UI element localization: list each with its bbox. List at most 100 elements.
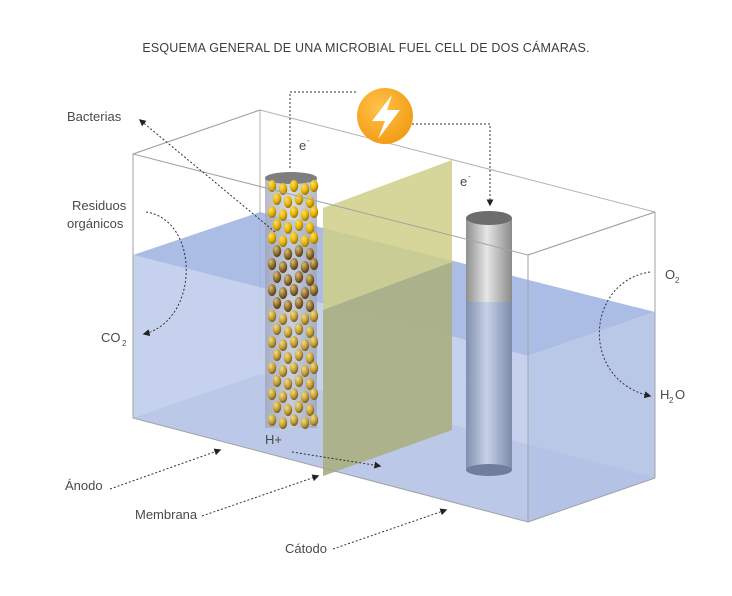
label-anodo: Ánodo: [65, 478, 103, 493]
electron-label-cathode: e: [460, 174, 467, 189]
bacteria-bead: [305, 248, 315, 260]
bacteria-bead: [278, 209, 288, 221]
anodo-pointer: [109, 448, 222, 490]
bacteria-bead: [278, 287, 288, 299]
bacteria-bead: [272, 375, 282, 387]
bacteria-bead: [305, 352, 315, 364]
bacteria-bead: [309, 232, 319, 244]
bacteria-bead: [283, 274, 293, 286]
bacteria-bead: [272, 401, 282, 413]
label-o2-sub: 2: [675, 276, 680, 285]
bacteria-bead: [294, 193, 304, 205]
membrana-pointer: [201, 474, 320, 517]
bacteria-bead: [278, 365, 288, 377]
bacteria-bead: [294, 375, 304, 387]
bacteria-bead: [289, 388, 299, 400]
bacteria-bead: [267, 284, 277, 296]
bacteria-bead: [309, 388, 319, 400]
label-proton: H+: [265, 432, 282, 447]
bacteria-bead: [272, 219, 282, 231]
bacteria-bead: [289, 180, 299, 192]
bacteria-bead: [309, 310, 319, 322]
bacteria-bead: [294, 271, 304, 283]
label-co2: CO: [101, 330, 121, 345]
catodo-pointer: [332, 508, 448, 550]
proton-flow-arrow: [291, 451, 382, 469]
bacteria-bead: [283, 300, 293, 312]
bacteria-bead: [283, 248, 293, 260]
bacteria-bead: [278, 313, 288, 325]
bacteria-bead: [305, 300, 315, 312]
bacteria-bead: [289, 284, 299, 296]
bacteria-bead: [300, 287, 310, 299]
bacteria-bead: [289, 310, 299, 322]
anode-rod: [265, 172, 319, 429]
label-h2o-o: O: [675, 387, 685, 402]
bacteria-bead: [305, 222, 315, 234]
bacteria-bead: [267, 258, 277, 270]
bacteria-bead: [272, 349, 282, 361]
bacteria-bead: [309, 284, 319, 296]
label-h2o-sub: 2: [669, 396, 674, 405]
cathode-rod: [466, 211, 512, 476]
bacteria-bead: [283, 326, 293, 338]
bacteria-bead: [272, 245, 282, 257]
bacteria-bead: [289, 336, 299, 348]
bacteria-bead: [309, 258, 319, 270]
o2-h2o-flow-arrow: [598, 271, 652, 399]
bacteria-bead: [272, 323, 282, 335]
bacteria-bead: [283, 196, 293, 208]
bacteria-bead: [300, 235, 310, 247]
co2-flow-arrow: [142, 211, 187, 337]
bacteria-bead: [278, 261, 288, 273]
bacteria-bead: [300, 365, 310, 377]
bacteria-cluster: [267, 180, 319, 429]
bacteria-bead: [267, 336, 277, 348]
bacteria-bead: [300, 183, 310, 195]
bacteria-bead: [300, 313, 310, 325]
lightning-bolt-icon: [357, 88, 413, 144]
bacteria-bead: [294, 401, 304, 413]
bacteria-bead: [305, 404, 315, 416]
bacteria-bead: [305, 378, 315, 390]
bacteria-bead: [289, 414, 299, 426]
bacteria-bead: [272, 271, 282, 283]
label-o2: O: [665, 267, 675, 282]
bacteria-bead: [289, 232, 299, 244]
electron-label-cathode-sup: -: [468, 172, 471, 181]
bacteria-bead: [300, 209, 310, 221]
bacteria-bead: [267, 414, 277, 426]
membrane-panel: [323, 160, 452, 476]
bacteria-bead: [283, 352, 293, 364]
bacteria-bead: [267, 232, 277, 244]
bacteria-bead: [309, 206, 319, 218]
bacteria-bead: [278, 417, 288, 429]
bacteria-bead: [305, 326, 315, 338]
label-residuos-line1: Residuos: [72, 198, 127, 213]
bacteria-bead: [278, 339, 288, 351]
bacteria-bead: [309, 336, 319, 348]
bacteria-bead: [283, 404, 293, 416]
bacteria-bead: [300, 261, 310, 273]
bacteria-bead: [309, 414, 319, 426]
bacteria-bead: [294, 219, 304, 231]
bacteria-bead: [300, 391, 310, 403]
bacteria-bead: [305, 274, 315, 286]
label-membrana: Membrana: [135, 507, 198, 522]
bacteria-bead: [267, 206, 277, 218]
diagram-title: ESQUEMA GENERAL DE UNA MICROBIAL FUEL CE…: [142, 40, 589, 55]
bacteria-bead: [294, 245, 304, 257]
bacteria-bead: [300, 339, 310, 351]
bacteria-bead: [278, 391, 288, 403]
bacteria-bead: [294, 323, 304, 335]
bacteria-bead: [289, 362, 299, 374]
label-residuos-line2: orgánicos: [67, 216, 124, 231]
bacteria-bead: [267, 310, 277, 322]
bacteria-bead: [272, 193, 282, 205]
bacteria-bead: [294, 349, 304, 361]
electron-label-anode: e: [299, 138, 306, 153]
bacteria-bead: [309, 180, 319, 192]
bacteria-bead: [289, 258, 299, 270]
tank-outline-front: [132, 109, 656, 523]
